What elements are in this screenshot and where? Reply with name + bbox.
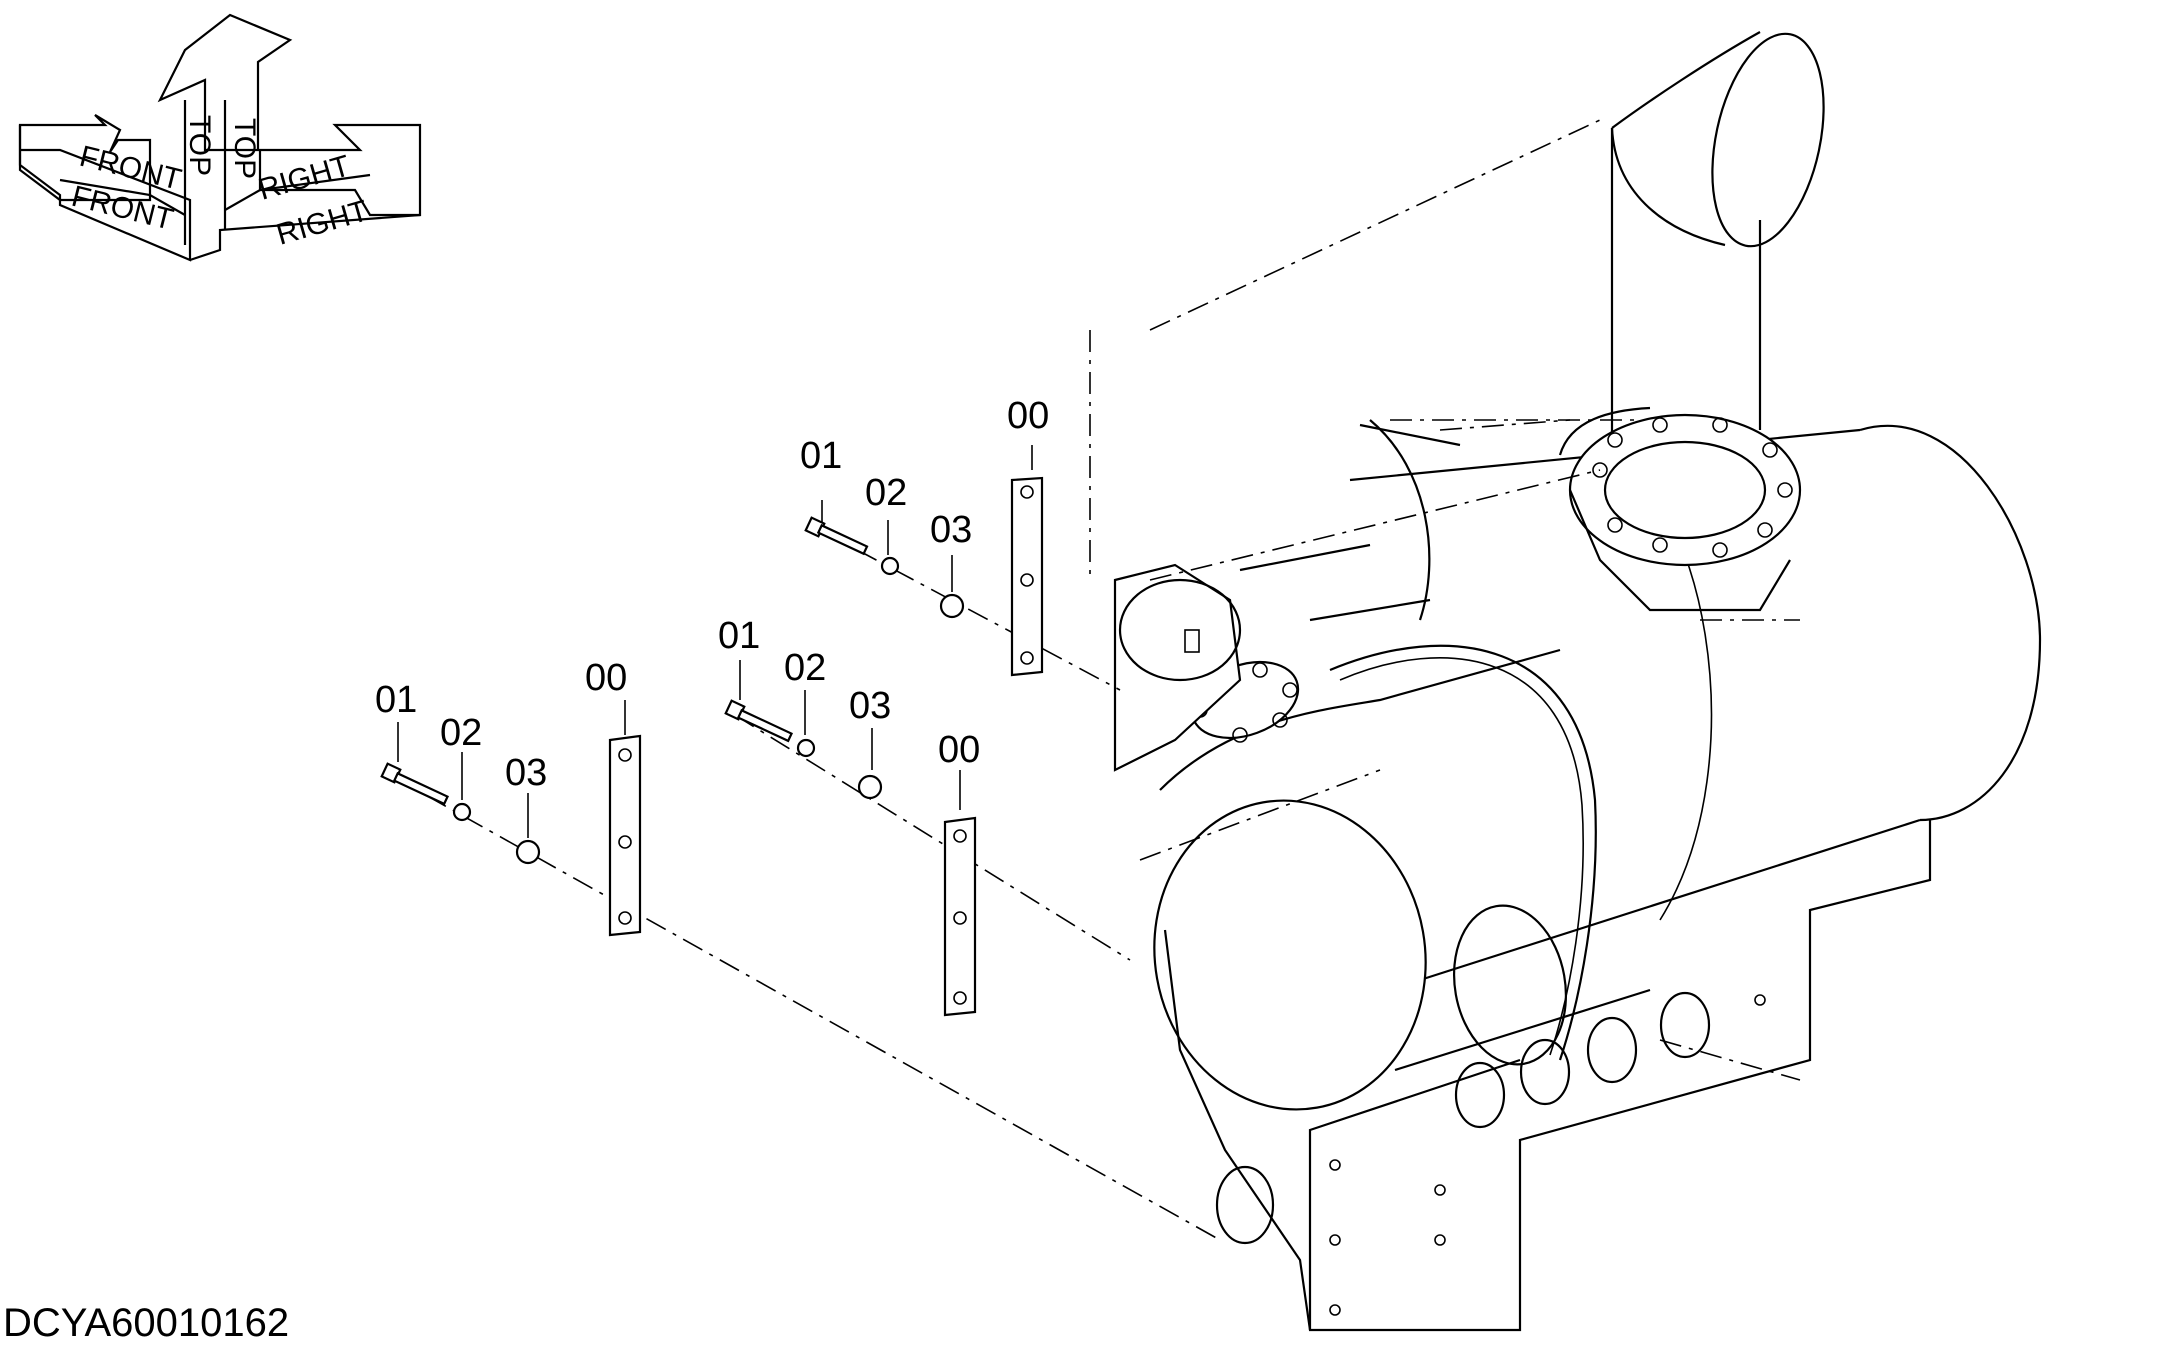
top-label-outer: TOP	[228, 118, 261, 179]
bolt-icon	[380, 762, 449, 806]
muffler-assembly	[1113, 31, 2042, 1332]
bolt-icon	[804, 516, 869, 556]
drawing-id: DCYA60010162	[3, 1301, 289, 1344]
bracket-plate-icon	[943, 816, 977, 1017]
flat-washer-icon	[857, 774, 883, 800]
flat-washer-icon	[515, 839, 541, 865]
orientation-indicator: FRONT FRONT TOP TOP RIGHT RIGHT	[18, 13, 422, 262]
lock-washer-icon	[796, 738, 816, 758]
fastener-group-left: 01 02 03 00	[375, 657, 1221, 1241]
callout-washer-b: 03	[930, 509, 972, 551]
main-drum-end	[1153, 799, 1427, 1111]
callout-bracket: 00	[938, 729, 980, 771]
lock-washer-icon	[452, 802, 472, 822]
callout-bolt: 01	[718, 615, 760, 657]
lock-washer-icon	[880, 556, 900, 576]
stack-outlet	[1711, 32, 1825, 248]
callout-washer-b: 03	[505, 752, 547, 794]
front-arrow-icon	[18, 114, 152, 202]
bracket-plate-icon	[1010, 476, 1044, 677]
callout-bolt: 01	[375, 679, 417, 721]
callout-washer-a: 02	[784, 647, 826, 689]
callout-bracket: 00	[585, 657, 627, 699]
front-bracket-plate	[1113, 563, 1242, 772]
bolt-icon	[724, 699, 793, 743]
right-label-lower: RIGHT	[273, 194, 372, 251]
callout-washer-b: 03	[849, 685, 891, 727]
callout-bracket: 00	[1007, 395, 1049, 437]
rear-drum-end	[1859, 424, 2042, 822]
callout-bolt: 01	[800, 435, 842, 477]
fastener-group-upper: 01 02 03 00	[800, 395, 1121, 691]
callout-washer-a: 02	[865, 472, 907, 514]
top-arrow-icon	[157, 13, 293, 152]
flat-washer-icon	[939, 593, 965, 619]
top-label-inner: TOP	[183, 115, 216, 176]
centerlines	[1089, 119, 1801, 1081]
callout-washer-a: 02	[440, 712, 482, 754]
support-frame	[1163, 820, 1932, 1332]
exhaust-stack	[1558, 31, 1825, 612]
fastener-group-middle: 01 02 03 00	[718, 615, 1131, 1017]
